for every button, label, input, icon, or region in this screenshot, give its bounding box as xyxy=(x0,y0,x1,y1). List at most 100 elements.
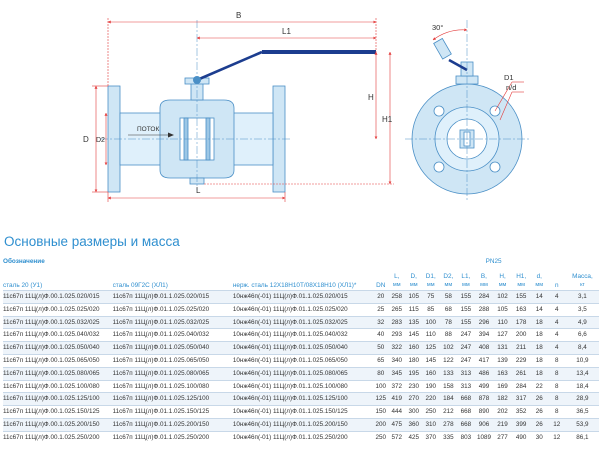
cell-dim-d2: 122 xyxy=(439,353,458,368)
cell-dim-d1: 85 xyxy=(422,302,440,317)
cell-dim-b: 288 xyxy=(474,302,494,317)
cell-dim-d-hole: 30 xyxy=(530,430,548,444)
cell-bolt-count: 4 xyxy=(547,302,566,317)
cell-dim-h: 169 xyxy=(493,379,512,393)
cell-dim-d2: 278 xyxy=(439,417,458,432)
cell-dim-d2: 58 xyxy=(439,290,458,304)
cell-dn: 32 xyxy=(373,315,389,329)
cell-designation-steel09g2s: 11с67п 11Ц(л)Ф.01.1.025.065/050 xyxy=(112,353,233,368)
bolt-hole xyxy=(433,105,445,117)
cell-dim-l: 572 xyxy=(388,430,406,444)
cell-dim-h: 163 xyxy=(493,366,512,381)
cell-dim-d: 160 xyxy=(405,341,423,355)
cell-dim-d2: 68 xyxy=(439,302,458,317)
col-mass: Масса,кг xyxy=(572,273,593,288)
cell-dim-h: 202 xyxy=(493,405,512,419)
cell-dim-d-hole: 18 xyxy=(530,366,548,381)
cell-mass: 18,4 xyxy=(565,379,599,393)
cell-dn: 125 xyxy=(373,392,389,406)
cell-designation-steel20: 11с67п 11Ц(л)Ф.00.1.025.080/065 xyxy=(3,366,113,381)
cell-designation-stainless: 10нж46п(-01) 11Ц(л)Ф.01.1.025.080/065 xyxy=(232,366,374,381)
cell-dim-d-hole: 26 xyxy=(530,405,548,419)
cell-designation-stainless: 10нж46п(-01) 11Ц(л)Ф.01.1.025.050/040 xyxy=(232,341,374,355)
cell-dim-l: 345 xyxy=(388,366,406,381)
col-dn: DN xyxy=(376,281,386,289)
cell-mass: 6,6 xyxy=(565,328,599,342)
cell-dn: 25 xyxy=(373,302,389,317)
cell-dim-d2: 212 xyxy=(439,405,458,419)
cell-designation-steel20: 11с67п 11Ц(л)Ф.00.1.025.020/015 xyxy=(3,290,113,304)
cell-dim-d2: 88 xyxy=(439,328,458,342)
cell-mass: 53,9 xyxy=(565,417,599,432)
cell-designation-steel20: 11с67п 11Ц(л)Ф.00.1.025.150/125 xyxy=(3,405,113,419)
cell-dim-l: 322 xyxy=(388,341,406,355)
cell-dim-d: 195 xyxy=(405,366,423,381)
cell-dim-b: 890 xyxy=(474,405,494,419)
cell-mass: 28,9 xyxy=(565,392,599,406)
col-dim: D2,мм xyxy=(443,273,454,288)
col-steel20: сталь 20 (У1) xyxy=(3,281,43,289)
cell-dim-h1: 229 xyxy=(511,353,531,368)
cell-dim-d1: 310 xyxy=(422,417,440,432)
cell-dn: 65 xyxy=(373,353,389,368)
cell-dim-d-hole: 26 xyxy=(530,417,548,432)
cell-dim-l1: 155 xyxy=(457,315,475,329)
cell-bolt-count: 8 xyxy=(547,353,566,368)
cell-dim-d1: 100 xyxy=(422,315,440,329)
cell-bolt-count: 8 xyxy=(547,392,566,406)
cell-bolt-count: 12 xyxy=(547,417,566,432)
cell-dn: 20 xyxy=(373,290,389,304)
col-dim: H,мм xyxy=(498,273,507,288)
cell-bolt-count: 8 xyxy=(547,366,566,381)
cell-designation-steel20: 11с67п 11Ц(л)Ф.00.1.025.050/040 xyxy=(3,341,113,355)
dim-d2: D2 xyxy=(96,137,105,144)
cell-dim-d1: 190 xyxy=(422,379,440,393)
cell-designation-steel09g2s: 11с67п 11Ц(л)Ф.01.1.025.100/080 xyxy=(112,379,233,393)
cell-dim-l: 340 xyxy=(388,353,406,368)
cell-mass: 13,4 xyxy=(565,366,599,381)
col-dim: B,мм xyxy=(480,273,488,288)
bolt-hole xyxy=(489,161,501,173)
cell-dim-d: 425 xyxy=(405,430,423,444)
cell-designation-steel20: 11с67п 11Ц(л)Ф.00.1.025.040/032 xyxy=(3,328,113,342)
cell-bolt-count: 8 xyxy=(547,379,566,393)
dim-nd: n/d xyxy=(506,83,516,92)
cell-dim-h: 105 xyxy=(493,302,512,317)
cell-dim-l1: 155 xyxy=(457,290,475,304)
cell-dim-b: 296 xyxy=(474,315,494,329)
cell-designation-steel09g2s: 11с67п 11Ц(л)Ф.01.1.025.080/065 xyxy=(112,366,233,381)
col-dim: L1,мм xyxy=(461,273,471,288)
cell-dim-d1: 220 xyxy=(422,392,440,406)
cell-designation-steel09g2s: 11с67п 11Ц(л)Ф.01.1.025.125/100 xyxy=(112,392,233,406)
cell-dim-b: 284 xyxy=(474,290,494,304)
technical-drawing: ПОТОК B L1 L D D2 H H1 xyxy=(83,11,530,202)
cell-dim-d1: 370 xyxy=(422,430,440,444)
angle-label: 30° xyxy=(432,23,443,32)
cell-dim-b: 499 xyxy=(474,379,494,393)
cell-designation-stainless: 10нж46п(-01) 11Ц(л)Ф.01.1.025.125/100 xyxy=(232,392,374,406)
pressure-header: PN25 xyxy=(485,258,502,266)
cell-designation-steel09g2s: 11с67п 11Ц(л)Ф.01.1.025.200/150 xyxy=(112,417,233,432)
cell-dn: 40 xyxy=(373,328,389,342)
cell-dn: 200 xyxy=(373,417,389,432)
cell-dim-h: 277 xyxy=(493,430,512,444)
cell-dim-d-hole: 18 xyxy=(530,315,548,329)
cell-dim-h: 219 xyxy=(493,417,512,432)
dim-d1: D1 xyxy=(504,73,514,82)
cell-designation-steel20: 11с67п 11Ц(л)Ф.00.1.025.250/200 xyxy=(3,430,113,444)
cell-dim-d-hole: 18 xyxy=(530,353,548,368)
dim-b: B xyxy=(236,11,241,20)
cell-bolt-count: 12 xyxy=(547,430,566,444)
cell-dim-l1: 247 xyxy=(457,328,475,342)
cell-dim-b: 394 xyxy=(474,328,494,342)
cell-dim-d-hole: 14 xyxy=(530,290,548,304)
dim-d: D xyxy=(83,135,89,144)
cell-dim-l1: 247 xyxy=(457,341,475,355)
cell-designation-steel20: 11с67п 11Ц(л)Ф.00.1.025.125/100 xyxy=(3,392,113,406)
cell-dim-d1: 145 xyxy=(422,353,440,368)
